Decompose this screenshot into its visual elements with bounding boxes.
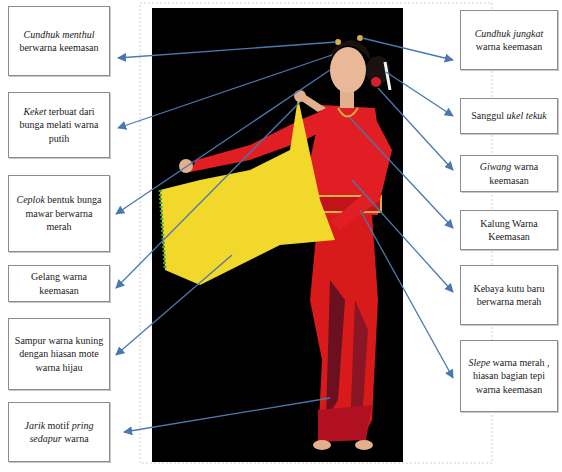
callout-box: Slepe warna merah , hiasan bagian tepi w… [460,340,558,412]
callout-box: Giwang warna keemasan [460,155,558,192]
callout-box: Kalung Warna Keemasan [460,210,558,250]
callout-box: Gelang warna keemasan [8,265,110,302]
leader-lines [116,38,453,432]
callout-box: Sampur warna kuning dengan hiasan mote w… [8,318,110,390]
callout-text: Kalung Warna Keemasan [465,217,553,244]
callout-box: Sanggul ukel tekuk [460,98,558,134]
dancer [160,35,392,450]
callout-box: Jarik motif pring sedapur warna [8,402,110,462]
photo-ground [152,8,403,462]
callout-text: Slepe warna merah , hiasan bagian tepi w… [465,356,553,397]
callout-text: Kebaya kutu baru berwarna merah [465,282,553,309]
callout-box: Ceplok bentuk bunga mawar berwarna merah [8,175,110,252]
callout-text: Jarik motif pring sedapur warna [13,419,105,446]
callout-box: Kebaya kutu baru berwarna merah [460,265,558,325]
callout-text: Cundhuk menthul berwarna keemasan [13,28,105,55]
callout-text: Ceplok bentuk bunga mawar berwarna merah [13,193,105,234]
callout-box: Keket terbuat dari bunga melati warna pu… [8,92,110,158]
callout-box: Cundhuk menthul berwarna keemasan [8,6,110,76]
callout-box: Cundhuk jungkat warna keemasan [460,10,558,70]
callout-text: Gelang warna keemasan [13,270,105,297]
callout-text: Sanggul ukel tekuk [471,109,547,123]
callout-text: Giwang warna keemasan [465,160,553,187]
callout-text: Sampur warna kuning dengan hiasan mote w… [13,334,105,375]
frame [140,3,492,463]
callout-text: Keket terbuat dari bunga melati warna pu… [13,105,105,146]
callout-text: Cundhuk jungkat warna keemasan [465,27,553,54]
